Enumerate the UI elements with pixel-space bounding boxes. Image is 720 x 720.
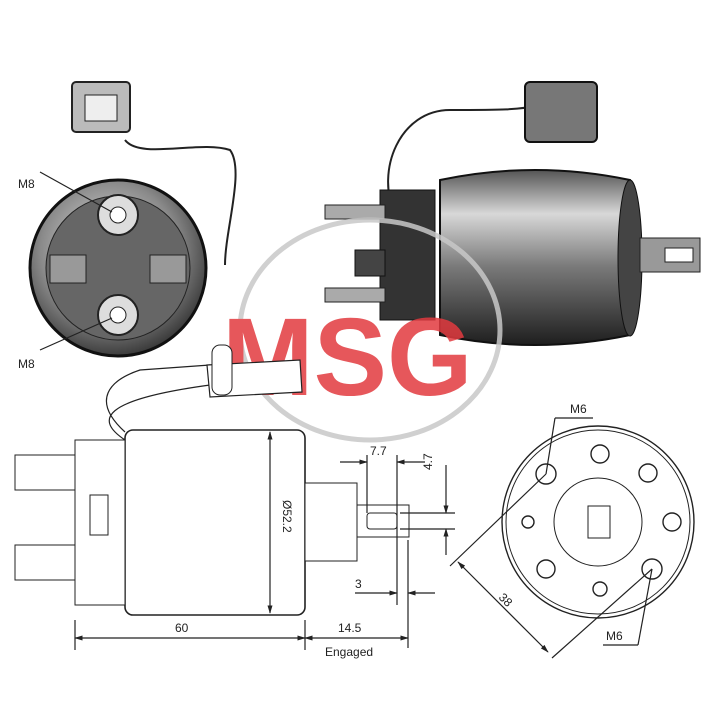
diameter-label: Ø52.2 [280, 500, 294, 533]
engaged-label: Engaged [325, 645, 373, 659]
terminal-nut [14, 544, 76, 581]
connector [524, 81, 598, 143]
side-view-photo [324, 81, 701, 346]
hole-spacing-label: 38 [496, 590, 516, 610]
wire [387, 104, 541, 216]
center-boss [553, 477, 643, 567]
side-drawing: Ø52.2 60 14.5 Engaged 7.7 4.7 3 [14, 344, 455, 659]
body-outline [124, 429, 306, 616]
engaged-length-label: 14.5 [338, 621, 362, 635]
thread-label: M8 [18, 177, 35, 191]
slot-height-label: 4.7 [421, 453, 435, 470]
stud-bottom [324, 287, 386, 303]
slot-width-label: 7.7 [370, 444, 387, 458]
offset-label: 3 [355, 577, 362, 591]
hole-label-top: M6 [570, 402, 587, 416]
end-view-photo: M8 M8 [18, 81, 237, 371]
plunger-outline [304, 482, 358, 562]
terminal-nut [14, 454, 76, 491]
thread-label: M8 [18, 357, 35, 371]
cap [379, 189, 436, 321]
stud-top [324, 204, 386, 220]
msg-watermark: MSG [222, 217, 503, 443]
hole-label-bottom: M6 [606, 629, 623, 643]
length-label: 60 [175, 621, 189, 635]
watermark-text: MSG [222, 296, 473, 419]
end-drawing: M6 M6 38 [449, 402, 695, 659]
wire [124, 139, 237, 266]
